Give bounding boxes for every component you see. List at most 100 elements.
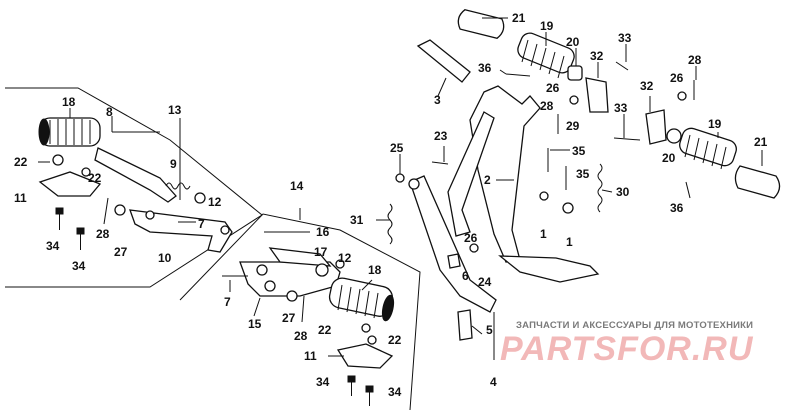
label-27b: 27 — [282, 311, 296, 325]
label-7a: 7 — [198, 217, 205, 231]
nut-12-left — [194, 192, 206, 204]
label-22c: 22 — [318, 323, 332, 337]
spring-30 — [597, 163, 603, 213]
label-12a: 12 — [208, 195, 222, 209]
watermark-logo: PARTSFOR.RU — [500, 330, 754, 368]
label-36b: 36 — [670, 201, 684, 215]
washer-27-lower — [286, 290, 298, 302]
cap-21-lower — [734, 165, 781, 199]
pin-28-lower — [301, 295, 305, 323]
washer-20-upper — [567, 65, 583, 81]
label-33b: 33 — [614, 101, 628, 115]
label-1b: 1 — [566, 235, 573, 249]
label-21a: 21 — [512, 11, 526, 25]
label-23: 23 — [434, 129, 448, 143]
cotter-22-lower-b — [367, 335, 377, 345]
label-9: 9 — [170, 157, 177, 171]
pin-28-left — [103, 197, 109, 225]
label-24: 24 — [478, 275, 492, 289]
leader-lines — [38, 17, 763, 360]
label-19a: 19 — [540, 19, 554, 33]
bolt-33-upper — [615, 61, 629, 71]
footpeg-rubber-18-left — [38, 117, 101, 147]
group-outline-lower — [179, 213, 421, 411]
label-7b: 7 — [224, 295, 231, 309]
label-27a: 27 — [114, 245, 128, 259]
label-26b: 26 — [546, 81, 560, 95]
footpeg-rubber-18-lower — [328, 277, 395, 322]
label-28d: 28 — [294, 329, 308, 343]
label-19b: 19 — [708, 117, 722, 131]
cotter-22-left-a — [52, 154, 64, 166]
pillion-footpeg-lower — [613, 80, 781, 199]
label-6: 6 — [462, 269, 469, 283]
footpeg-bar-8 — [94, 147, 177, 203]
main-stand-2 — [395, 39, 603, 283]
label-25: 25 — [390, 141, 404, 155]
plate-11-left — [38, 171, 102, 197]
footpeg-bar-16 — [268, 247, 332, 267]
label-30: 30 — [616, 185, 630, 199]
nut-26-right — [677, 91, 687, 101]
bolt-36-upper — [505, 73, 531, 77]
label-28c: 28 — [96, 227, 110, 241]
label-28a: 28 — [688, 53, 702, 67]
bracket-32-upper — [585, 77, 609, 113]
washer-27-left — [114, 204, 126, 216]
pad-5 — [457, 309, 473, 341]
label-34a: 34 — [46, 239, 60, 253]
label-26a: 26 — [670, 71, 684, 85]
footpeg-rubber-19-lower — [679, 127, 737, 170]
label-35a: 35 — [572, 144, 586, 158]
label-13: 13 — [168, 103, 182, 117]
label-16: 16 — [316, 225, 330, 239]
bracket-32-lower — [645, 109, 667, 145]
bolt-6 — [447, 253, 461, 269]
bolt-34-lower-a — [347, 375, 356, 396]
label-11a: 11 — [14, 191, 27, 205]
label-22d: 22 — [388, 333, 402, 347]
watermark: ЗАПЧАСТИ И АКСЕССУАРЫ ДЛЯ МОТОТЕХНИКИ PA… — [500, 320, 754, 368]
group-outline-left — [5, 87, 263, 288]
label-29: 29 — [566, 119, 580, 133]
part-labels: 21 19 20 32 33 28 36 26 26 3 28 29 32 33… — [14, 11, 768, 399]
label-31: 31 — [350, 213, 364, 227]
label-3: 3 — [434, 93, 441, 107]
left-footpeg-assembly — [38, 117, 233, 253]
side-stand-4 — [387, 175, 497, 341]
spring-31 — [387, 203, 393, 245]
bracket-10 — [129, 209, 233, 253]
cotter-22-lower-a — [361, 323, 371, 333]
watermark-caption: ЗАПЧАСТИ И АКСЕССУАРЫ ДЛЯ МОТОТЕХНИКИ — [516, 320, 753, 331]
pillion-footpeg-upper — [457, 8, 629, 113]
label-35b: 35 — [576, 167, 590, 181]
label-20a: 20 — [566, 35, 580, 49]
label-8: 8 — [106, 105, 113, 119]
label-11b: 11 — [304, 349, 317, 363]
label-28b: 28 — [540, 99, 554, 113]
bolt-34-lower-b — [365, 385, 374, 406]
label-18a: 18 — [62, 95, 76, 109]
label-32a: 32 — [590, 49, 604, 63]
bolt-36-lower — [685, 181, 691, 199]
label-26c: 26 — [464, 231, 478, 245]
spring-17 — [315, 263, 329, 277]
label-17: 17 — [314, 245, 328, 259]
bolt-34-left-a — [55, 207, 64, 230]
label-1a: 1 — [540, 227, 547, 241]
label-34b: 34 — [72, 259, 86, 273]
bolt-23 — [431, 161, 449, 165]
label-34d: 34 — [388, 385, 402, 399]
washer-25 — [395, 173, 405, 183]
nut-12-lower — [335, 259, 345, 269]
washer-26-upper — [569, 95, 579, 105]
label-15: 15 — [248, 317, 262, 331]
label-12b: 12 — [338, 251, 352, 265]
footpeg-rubber-19-upper — [517, 32, 575, 79]
label-10: 10 — [158, 251, 172, 265]
label-18b: 18 — [368, 263, 382, 277]
spring-9 — [165, 182, 191, 190]
label-34c: 34 — [316, 375, 330, 389]
bolt-34-left-b — [76, 227, 85, 250]
